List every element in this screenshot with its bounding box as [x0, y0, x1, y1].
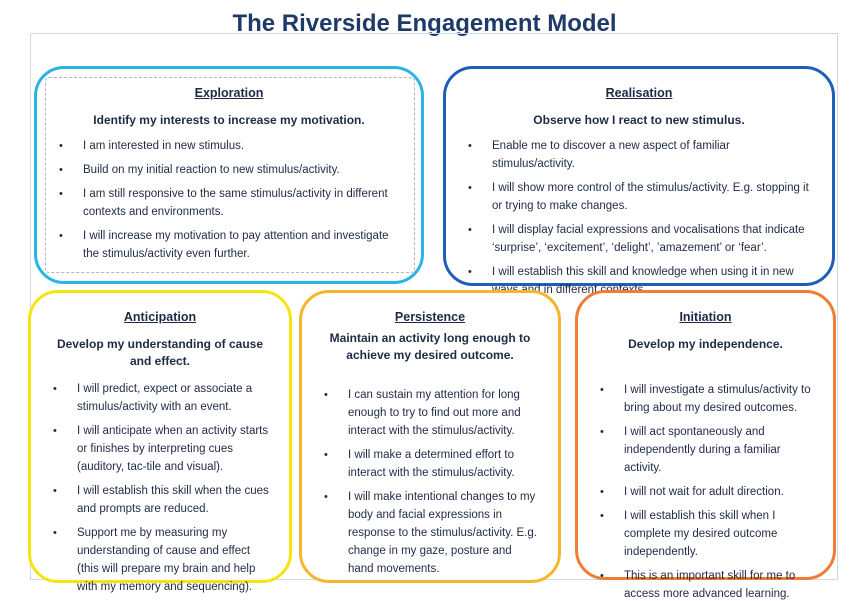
initiation-item: I will investigate a stimulus/activity t… [600, 381, 815, 417]
exploration-heading: Exploration [194, 86, 264, 100]
initiation-subheading: Develop my independence. [628, 337, 783, 351]
anticipation-item: I will predict, expect or associate a st… [53, 380, 271, 416]
persistence-item: I will make a determined effort to inter… [324, 446, 540, 482]
realisation-item: Enable me to discover a new aspect of fa… [468, 137, 814, 173]
anticipation-subheading: Develop my understanding of cause and ef… [56, 337, 264, 368]
realisation-heading: Realisation [605, 86, 673, 100]
initiation-item: This is an important skill for me to acc… [600, 567, 815, 603]
initiation-item: I will act spontaneously and independent… [600, 423, 815, 477]
dashed-selection-outline [45, 77, 415, 273]
anticipation-item: I will establish this skill when the cue… [53, 482, 271, 518]
initiation-panel: Initiation Develop my independence. I wi… [575, 290, 836, 600]
initiation-item: I will not wait for adult direction. [600, 483, 815, 501]
exploration-item: Build on my initial reaction to new stim… [59, 161, 403, 179]
persistence-subheading: Maintain an activity long enough to achi… [329, 331, 531, 362]
persistence-item: I can sustain my attention for long enou… [324, 386, 540, 440]
anticipation-list: I will predict, expect or associate a st… [49, 380, 271, 596]
realisation-item: I will display facial expressions and vo… [468, 221, 814, 257]
realisation-list: Enable me to discover a new aspect of fa… [464, 137, 814, 299]
persistence-heading: Persistence [394, 310, 466, 324]
persistence-list: I can sustain my attention for long enou… [320, 386, 540, 578]
exploration-item: I am still responsive to the same stimul… [59, 185, 403, 221]
anticipation-item: Support me by measuring my understanding… [53, 524, 271, 596]
exploration-list: I am interested in new stimulus. Build o… [55, 137, 403, 263]
initiation-list: I will investigate a stimulus/activity t… [596, 381, 815, 603]
anticipation-item: I will anticipate when an activity start… [53, 422, 271, 476]
exploration-item: I will increase my motivation to pay att… [59, 227, 403, 263]
exploration-item: I am interested in new stimulus. [59, 137, 403, 155]
exploration-panel: Exploration Identify my interests to inc… [34, 66, 424, 284]
realisation-subheading: Observe how I react to new stimulus. [533, 113, 745, 127]
exploration-subheading: Identify my interests to increase my mot… [93, 113, 365, 127]
anticipation-panel: Anticipation Develop my understanding of… [28, 290, 292, 593]
realisation-item: I will show more control of the stimulus… [468, 179, 814, 215]
persistence-item: I will make intentional changes to my bo… [324, 488, 540, 578]
anticipation-heading: Anticipation [123, 310, 197, 324]
realisation-panel: Realisation Observe how I react to new s… [443, 66, 835, 296]
persistence-panel: Persistence Maintain an activity long en… [299, 290, 561, 583]
initiation-item: I will establish this skill when I compl… [600, 507, 815, 561]
page-title: The Riverside Engagement Model [232, 10, 617, 37]
initiation-heading: Initiation [679, 310, 732, 324]
